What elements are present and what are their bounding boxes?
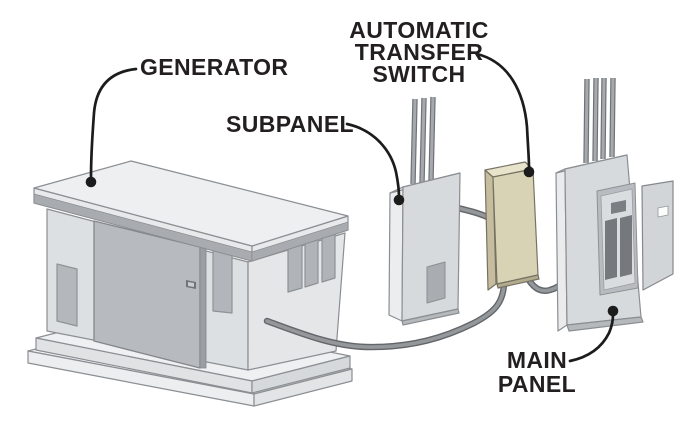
generator-door-handle-plate <box>188 282 194 287</box>
transfer-switch-leader-dot <box>523 166 535 178</box>
main-panel-leader-dot <box>607 305 619 317</box>
roof-top <box>33 160 349 247</box>
transfer-switch-label-line-2: TRANSFER <box>355 39 483 65</box>
transfer-switch-leader-line <box>475 52 531 169</box>
roof-fascia-right-trim <box>251 221 349 262</box>
main-panel-conduits <box>583 77 616 164</box>
transfer-switch-bottom-face <box>496 274 540 289</box>
subpanel-conduit-pipes <box>411 96 435 185</box>
subpanel-bottom-face <box>401 308 460 326</box>
automatic-transfer-switch <box>484 161 540 291</box>
generator-leader-dot <box>85 176 97 188</box>
subpanel <box>388 96 461 326</box>
subpanel-label: SUBPANEL <box>226 111 354 137</box>
subpanel-breaker-window <box>426 261 446 304</box>
generator-front-vent-right <box>212 247 233 314</box>
wire-generator-to-transfer-switch <box>263 280 508 351</box>
generator-label: GENERATOR <box>140 54 288 80</box>
main-panel-label-line-1: MAIN <box>507 347 567 373</box>
main-panel-door-sticker <box>657 205 669 218</box>
wire-generator-to-transfer-switch-core <box>265 282 506 349</box>
annotations: GENERATOR SUBPANEL AUTOMATIC TRANSFER SW… <box>85 17 619 397</box>
generator-leader-line <box>89 67 138 179</box>
generator-front-vent-left <box>56 263 78 327</box>
main-panel-open-door <box>641 180 674 291</box>
main-panel-leader-line <box>568 313 615 363</box>
breaker-column-left <box>605 218 617 280</box>
main-panel-label-line-2: PANEL <box>498 371 576 397</box>
base-lower-front-right <box>253 368 353 407</box>
transfer-switch-front-face <box>492 168 539 285</box>
transfer-switch-label-line-3: SWITCH <box>372 61 465 87</box>
generator-unit <box>27 160 353 407</box>
main-panel-meter-window <box>611 200 626 214</box>
main-panel-bottom-face <box>566 316 644 332</box>
breaker-column-right <box>620 215 632 277</box>
main-panel-conduit-pipes <box>584 77 615 164</box>
main-panel <box>555 77 674 332</box>
base-upper-front-right <box>251 355 351 394</box>
subpanel-conduits <box>410 96 436 185</box>
transfer-switch-label-line-1: AUTOMATIC <box>349 17 488 43</box>
subpanel-leader-dot <box>393 194 405 206</box>
subpanel-side-face <box>388 186 404 322</box>
generator-door-jamb <box>199 246 207 369</box>
subpanel-leader-line <box>345 122 401 199</box>
generator-roof <box>33 160 349 262</box>
